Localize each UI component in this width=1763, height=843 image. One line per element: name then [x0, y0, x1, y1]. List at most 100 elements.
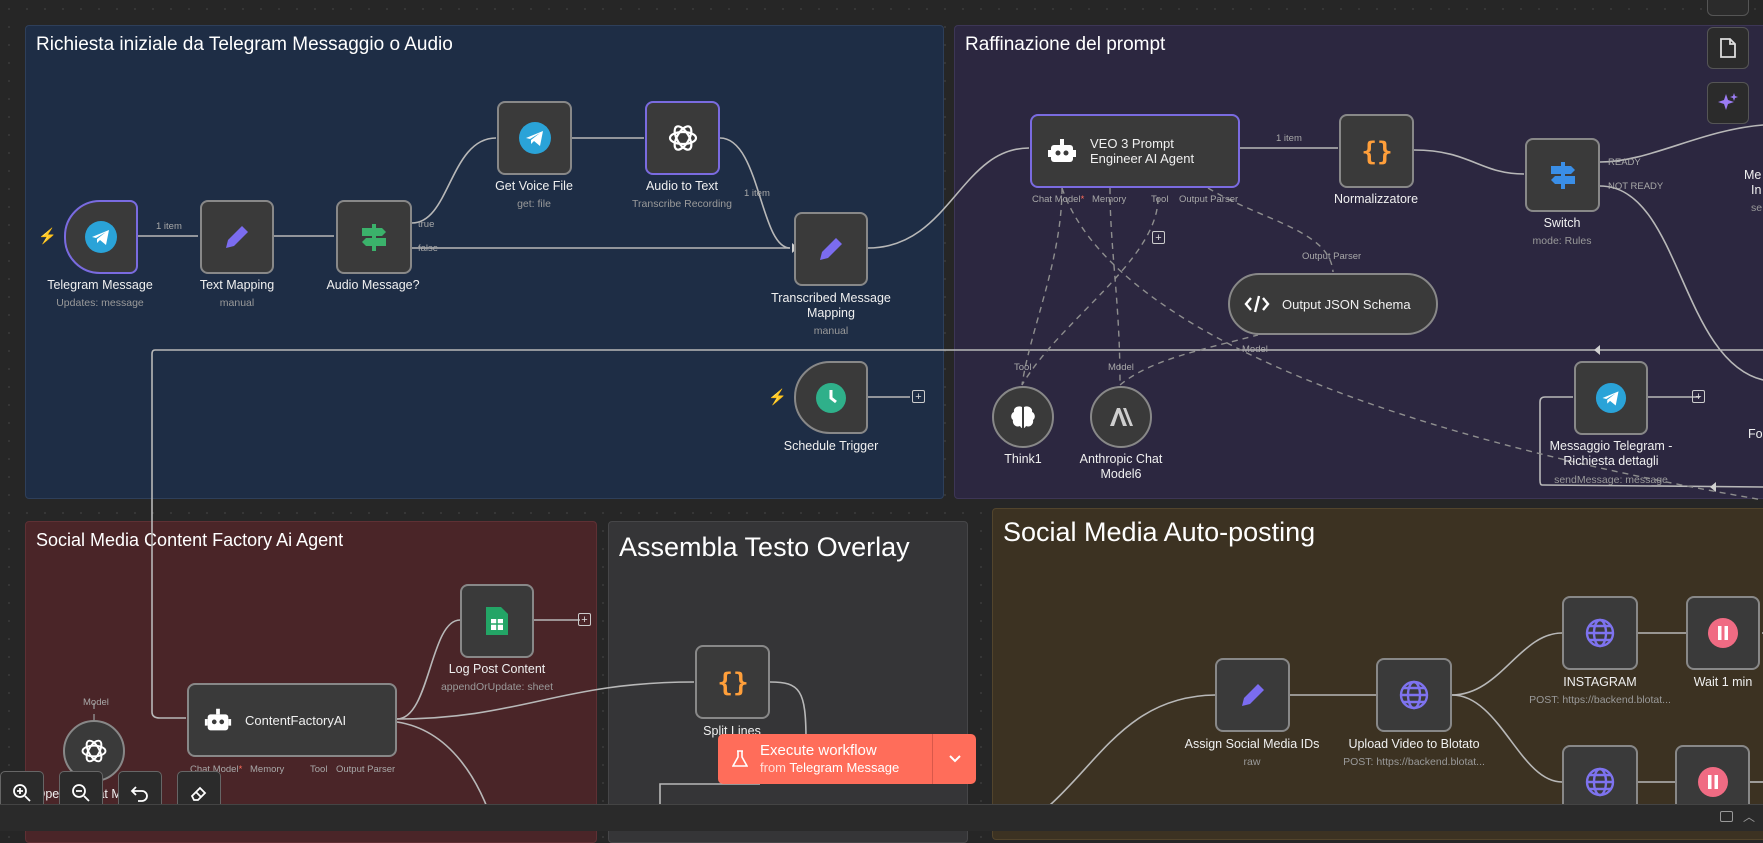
add-tool-button[interactable]: +: [1152, 231, 1165, 244]
port-output-parser: Output Parser: [336, 764, 396, 775]
required-mark: *: [1080, 194, 1085, 205]
sticky-note-button[interactable]: [1707, 27, 1749, 69]
branch-label-ready: READY: [1608, 157, 1641, 168]
chevron-down-icon: [948, 755, 961, 763]
connection-label: 1 item: [744, 188, 770, 199]
zoom-out-icon: [72, 784, 90, 802]
zoom-in-icon: [13, 784, 31, 802]
node-label: INSTAGRAM: [1563, 675, 1637, 689]
node-audio-message-if[interactable]: [336, 200, 412, 274]
node-subtitle: manual: [219, 297, 255, 309]
sticky-title: Assembla Testo Overlay: [619, 532, 910, 562]
node-subtitle-partial: se: [1751, 202, 1763, 214]
branch-label-not-ready: NOT READY: [1608, 181, 1664, 192]
node-label-partial: Me: [1744, 168, 1762, 182]
port-tool: Tool: [310, 764, 328, 775]
node-schedule-trigger[interactable]: [794, 361, 868, 434]
connection-label: 1 item: [156, 221, 182, 232]
sparkle-icon: [1718, 93, 1738, 110]
node-label: Telegram Message: [47, 278, 153, 292]
add-connection-button[interactable]: +: [912, 390, 925, 403]
node-subtitle: appendOrUpdate: sheet: [440, 681, 554, 693]
node-label: Text Mapping: [199, 278, 275, 292]
node-log-post-content[interactable]: [460, 584, 534, 658]
node-subtitle: Updates: message: [56, 297, 144, 309]
node-get-voice-file[interactable]: [497, 101, 572, 175]
robot-icon: [204, 708, 232, 731]
node-transcribed-message-mapping[interactable]: [794, 212, 868, 286]
node-audio-to-text[interactable]: [645, 101, 720, 175]
node-label: Wait 1 min: [1693, 675, 1753, 689]
node-content-factory-ai[interactable]: ContentFactoryAI: [187, 683, 397, 757]
node-label: Upload Video to Blotato: [1348, 737, 1480, 751]
execute-from-prefix: from: [760, 760, 786, 775]
node-think1[interactable]: [992, 386, 1054, 448]
braces-icon: {}: [1361, 137, 1392, 167]
panel-toggle-icon[interactable]: [1720, 811, 1733, 822]
document-icon: [1720, 38, 1736, 58]
pause-icon: [1697, 767, 1728, 797]
add-connection-button[interactable]: +: [578, 613, 591, 626]
branch-label-true: true: [418, 219, 435, 230]
node-label: Audio Message?: [326, 278, 420, 292]
node-label: Output JSON Schema: [1282, 296, 1411, 312]
node-upload-video-blotato[interactable]: [1376, 658, 1452, 732]
node-label: Think1: [1004, 452, 1042, 466]
anthropic-icon: [1110, 408, 1133, 426]
sticky-telegram-request[interactable]: Richiesta iniziale da Telegram Messaggio…: [25, 25, 944, 499]
telegram-icon: [85, 221, 117, 253]
node-wait-1-min[interactable]: [1686, 596, 1760, 670]
port-chat-model: Chat Model*: [1032, 194, 1084, 205]
connection-label: 1 item: [1276, 133, 1302, 144]
node-output-json-schema[interactable]: Output JSON Schema: [1228, 273, 1438, 335]
node-anthropic-chat-model6[interactable]: [1090, 386, 1152, 448]
port-memory: Memory: [250, 764, 285, 775]
signpost-icon: [1550, 162, 1575, 189]
execute-from-node: Telegram Message: [789, 760, 900, 775]
node-telegram-message[interactable]: [64, 200, 138, 274]
node-messaggio-telegram[interactable]: [1574, 361, 1648, 435]
code-icon: [1244, 295, 1270, 313]
node-label: Messaggio Telegram - Richiesta dettagli: [1549, 439, 1673, 468]
clock-icon: [816, 382, 846, 413]
add-connection-button[interactable]: +: [1692, 390, 1705, 403]
pencil-icon: [820, 238, 842, 260]
sticky-title: Social Media Auto-posting: [1003, 517, 1316, 547]
execute-options-dropdown[interactable]: [932, 734, 976, 784]
node-normalizzatore[interactable]: {}: [1339, 114, 1414, 188]
sticky-title: Raffinazione del prompt: [965, 34, 1166, 55]
node-veo3-prompt-agent[interactable]: VEO 3 Prompt Engineer AI Agent: [1030, 114, 1240, 188]
node-label: Anthropic Chat Model6: [1079, 452, 1163, 481]
sheets-icon: [486, 607, 508, 635]
node-subtitle: raw: [1243, 756, 1261, 768]
node-subtitle: mode: Rules: [1532, 235, 1592, 247]
signpost-icon: [362, 224, 386, 251]
ai-assistant-button[interactable]: [1707, 82, 1749, 124]
node-instagram[interactable]: [1562, 596, 1638, 670]
lightning-icon: ⚡: [38, 228, 57, 245]
brain-icon: [1011, 406, 1035, 428]
node-split-lines[interactable]: {}: [695, 645, 770, 719]
openai-icon: [668, 125, 697, 151]
node-switch[interactable]: [1525, 138, 1600, 212]
port-model: Model: [1242, 344, 1268, 355]
canvas-top-button[interactable]: [1707, 0, 1749, 16]
execute-workflow-button[interactable]: Execute workflow from Telegram Message: [718, 734, 932, 784]
bottom-logs-bar[interactable]: ︿: [0, 804, 1763, 831]
execute-label: Execute workflow: [760, 742, 877, 759]
node-label: Assign Social Media IDs: [1184, 737, 1320, 751]
node-subtitle: manual: [813, 325, 849, 337]
node-label: VEO 3 Prompt Engineer AI Agent: [1090, 136, 1195, 166]
node-label: Schedule Trigger: [783, 439, 879, 453]
node-label: Normalizzatore: [1333, 192, 1419, 206]
node-assign-social-ids[interactable]: [1215, 658, 1290, 732]
port-output-parser: Output Parser: [1302, 251, 1362, 262]
globe-icon: [1585, 767, 1615, 797]
node-label: Audio to Text: [645, 179, 719, 193]
port-memory: Memory: [1092, 194, 1127, 205]
undo-icon: [130, 786, 148, 802]
chevron-up-icon[interactable]: ︿: [1742, 810, 1755, 824]
globe-icon: [1585, 618, 1615, 648]
node-text-mapping[interactable]: [200, 200, 274, 274]
node-label: Switch: [1543, 216, 1581, 230]
